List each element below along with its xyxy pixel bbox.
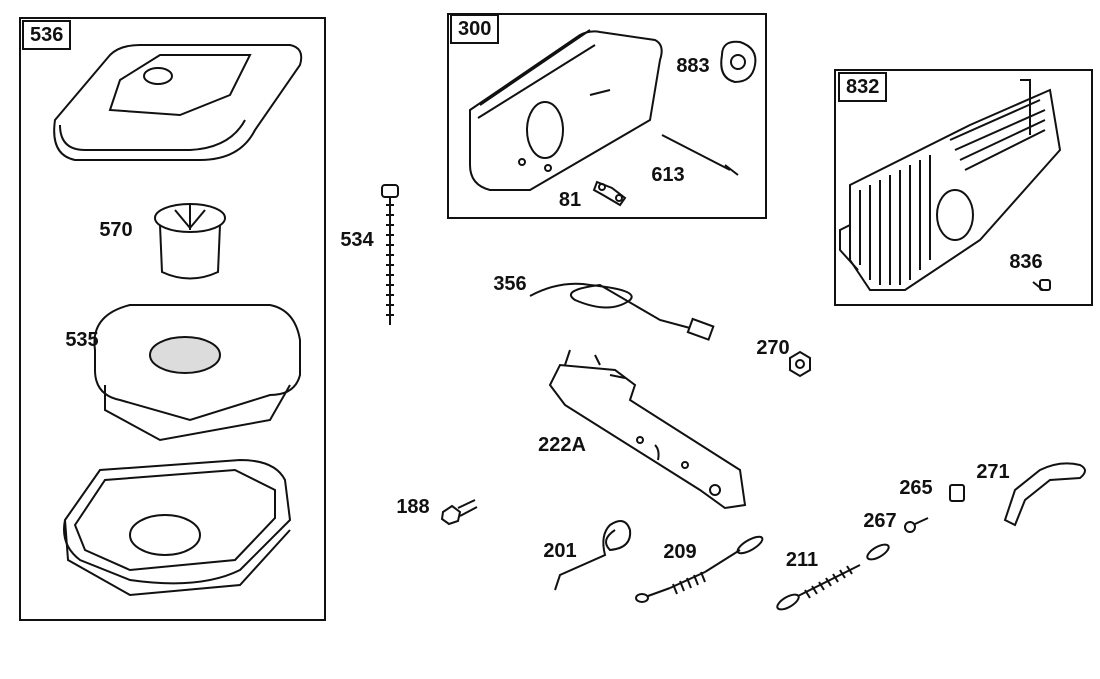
part-label-534: 534 [340,229,374,251]
part-label-613: 613 [651,164,685,186]
air-cleaner-cover-part [53,44,303,161]
air-filter-part [93,304,301,442]
bolt-534-part [381,184,399,325]
lever-271-part [1003,462,1086,527]
lock-plate-part [592,180,627,207]
gasket-part [720,40,757,84]
group-label-300: 300 [450,14,500,44]
stud-part [661,134,739,176]
part-label-267: 267 [863,510,897,532]
ground-wire-part [529,282,715,341]
part-label-222a: 222A [538,434,586,456]
group-label-832: 832 [838,72,888,102]
group-label-536: 536 [22,20,72,50]
muffler-guard-part [839,79,1062,291]
pre-filter-part [154,203,226,280]
nut-270-part [789,350,811,378]
muffler-part [469,29,663,191]
part-label-356: 356 [493,273,527,295]
air-cleaner-base-part [63,458,292,597]
spring-209-part [635,535,764,603]
part-label-81: 81 [558,189,582,211]
group-box-832 [834,69,1093,306]
part-label-265: 265 [899,477,933,499]
group-box-300 [447,13,767,219]
part-label-836: 836 [1009,251,1043,273]
part-label-188: 188 [396,496,430,518]
spring-211-part [776,543,890,611]
screw-267-part [904,517,929,533]
governor-spring-201-part [554,520,632,591]
part-label-271: 271 [976,461,1010,483]
clip-265-part [949,484,965,502]
bolt-188-part [440,499,478,526]
group-box-536 [19,17,326,621]
part-label-211: 211 [785,549,819,571]
part-label-535: 535 [65,329,99,351]
part-label-209: 209 [663,541,697,563]
part-label-201: 201 [543,540,577,562]
control-bracket-part [548,349,747,510]
part-label-883: 883 [676,55,710,77]
part-label-270: 270 [756,337,790,359]
part-label-570: 570 [99,219,133,241]
screw-836-part [1032,279,1051,291]
